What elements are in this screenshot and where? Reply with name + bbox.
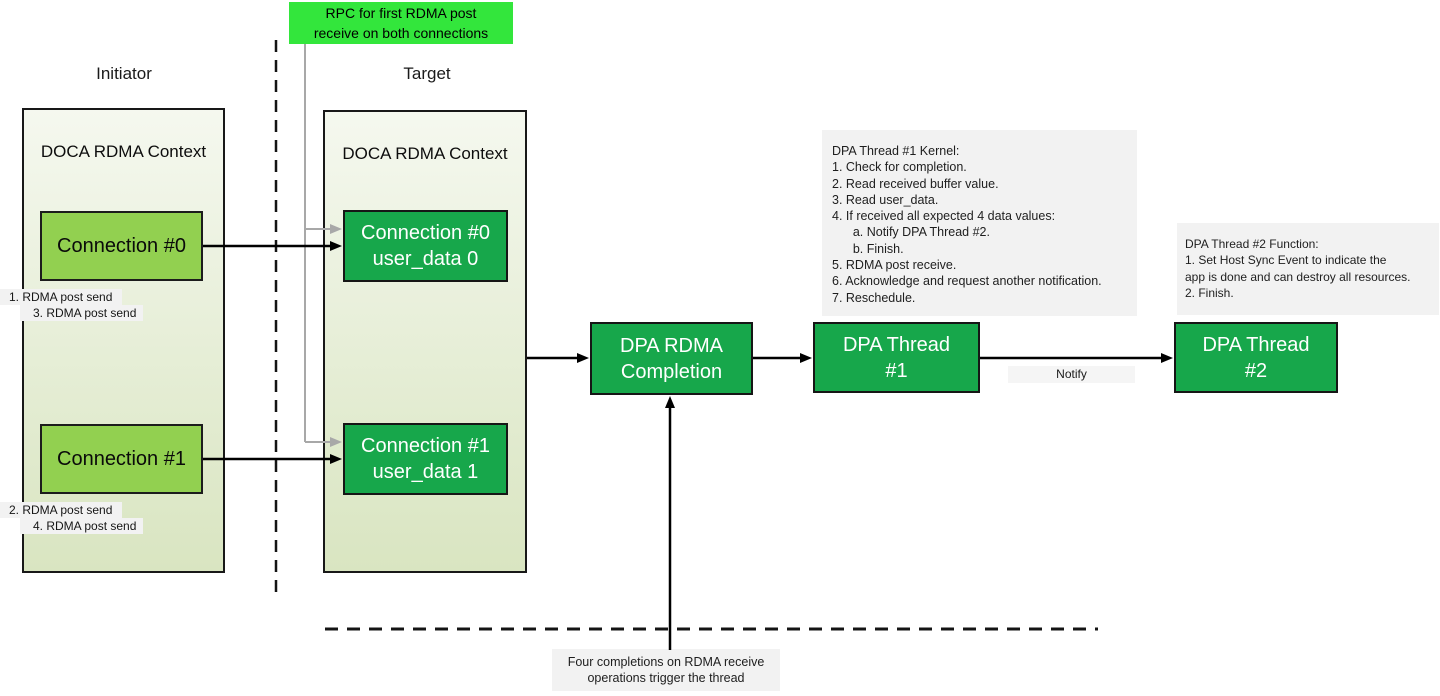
target-connection-0-box: Connection #0 user_data 0	[343, 210, 508, 282]
dpa-thread-2-box: DPA Thread #2	[1174, 322, 1338, 393]
rdma-post-send-step-4-label: 4. RDMA post send	[20, 518, 143, 534]
target-label: Target	[403, 64, 451, 83]
initiator-connection-1-box: Connection #1	[40, 424, 203, 494]
dpa-thread-1-box: DPA Thread #1	[813, 322, 980, 393]
rdma-post-send-step-2-label: 2. RDMA post send	[0, 502, 122, 518]
target-context-box: DOCA RDMA Context	[323, 110, 527, 573]
dpa-thread-2-function-note: DPA Thread #2 Function: 1. Set Host Sync…	[1177, 223, 1439, 315]
dpa-rdma-completion-box: DPA RDMA Completion	[590, 322, 753, 395]
initiator-context-box: DOCA RDMA Context	[22, 108, 225, 573]
initiator-label: Initiator	[96, 64, 152, 83]
rdma-post-send-step-1-label: 1. RDMA post send	[0, 289, 122, 305]
rpc-tooltip: RPC for first RDMA post receive on both …	[289, 2, 513, 44]
target-connection-1-box: Connection #1 user_data 1	[343, 423, 508, 495]
initiator-context-title: DOCA RDMA Context	[40, 142, 207, 161]
target-context-title: DOCA RDMA Context	[342, 144, 508, 163]
initiator-connection-0-box: Connection #0	[40, 211, 203, 281]
dpa-thread-1-kernel-note: DPA Thread #1 Kernel: 1. Check for compl…	[822, 130, 1137, 316]
notify-label: Notify	[1008, 366, 1135, 383]
four-completions-note: Four completions on RDMA receive operati…	[552, 649, 780, 691]
rdma-post-send-step-3-label: 3. RDMA post send	[20, 305, 143, 321]
